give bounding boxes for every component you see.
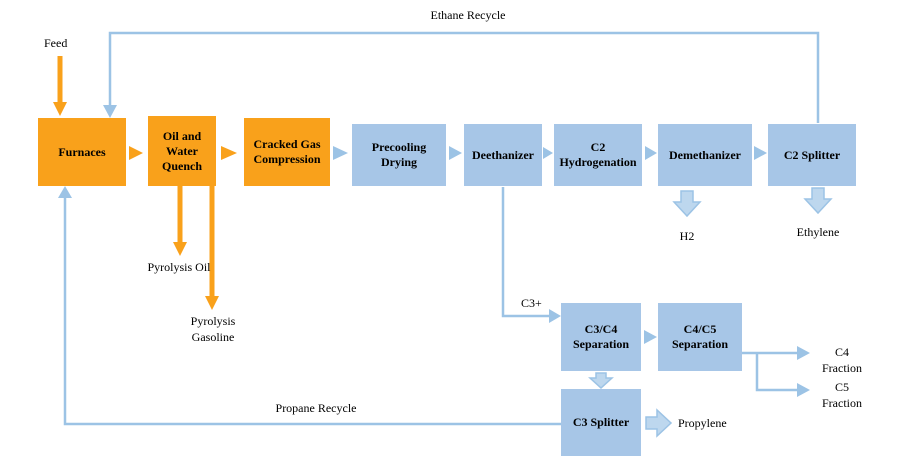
box-furnaces-label: Furnaces [58,144,106,159]
box-c3-splitter-label: C3 Splitter [572,415,630,429]
ethane-recycle-label: Ethane Recycle [430,8,506,22]
box-deethanizer-label: Deethanizer [472,147,534,162]
box-deethanizer: Deethanizer [464,124,542,186]
propane-recycle-line [63,197,561,426]
c2hydrogenation-demethanizer-arrow [645,146,657,160]
c3plus-line [501,187,551,318]
demethanizer-c2splitter-arrow [754,146,767,160]
c5-fraction-label: C5 Fraction [822,380,862,410]
box-c2-hydrogenation: C2 Hydrogenation [554,124,642,186]
pyrolysis-oil-label: Pyrolysis Oil [147,260,211,274]
ethylene-block-arrow [803,187,833,215]
h2-label: H2 [679,229,695,243]
precooling-deethanizer-arrow [449,146,462,160]
c5-fraction-line [755,353,799,392]
box-cracked-gas-compression: Cracked Gas Compression [244,118,330,186]
box-c3-splitter: C3 Splitter [561,389,641,456]
propane-recycle-arrowhead [58,186,72,198]
propylene-block-arrow [645,408,673,438]
box-c3c4-separation: C3/C4 Separation [561,303,641,371]
deethanizer-c2hydrogenation-arrow [543,147,553,159]
box-c2-splitter-label: C2 Splitter [783,147,841,162]
box-c2-hydrogenation-label: C2 Hydrogenation [559,140,637,169]
quench-compression-arrow [221,146,237,160]
box-cracked-gas-compression-label: Cracked Gas Compression [253,137,321,166]
compression-precooling-arrow [333,146,348,160]
propane-recycle-label: Propane Recycle [275,401,357,415]
pyrolysis-gasoline-label: Pyrolysis Gasoline [190,314,236,344]
c5-fraction-arrowhead [797,383,810,397]
box-oil-water-quench-label: Oil and Water Quench [161,128,202,173]
ethane-recycle-arrowhead [103,105,117,118]
pyrolysis-gasoline-arrowhead [205,296,219,310]
c3plus-arrowhead [549,309,561,323]
feed-label: Feed [44,36,68,50]
pyrolysis-oil-arrowhead [173,242,187,256]
c4-fraction-label: C4 Fraction [822,345,862,375]
box-demethanizer: Demethanizer [658,124,752,186]
box-c4c5-separation-label: C4/C5 Separation [671,322,728,351]
box-c2-splitter: C2 Splitter [768,124,856,186]
propylene-label: Propylene [678,416,727,430]
c3-plus-label: C3+ [521,296,542,310]
ethylene-label: Ethylene [796,225,840,239]
box-precooling-drying: Precooling Drying [352,124,446,186]
feed-arrowhead [53,102,67,116]
box-furnaces: Furnaces [38,118,126,186]
c3c4-c4c5-arrow [644,330,657,344]
box-precooling-drying-label: Precooling Drying [371,140,427,169]
c3c4-c3splitter-block-arrow [588,372,614,390]
box-demethanizer-label: Demethanizer [669,147,741,162]
box-oil-water-quench: Oil and Water Quench [148,116,216,186]
box-c3c4-separation-label: C3/C4 Separation [572,322,629,351]
c4-fraction-arrowhead [797,346,810,360]
h2-block-arrow [672,190,702,218]
ethane-recycle-line [108,31,820,123]
furnaces-quench-arrow [129,146,143,160]
box-c4c5-separation: C4/C5 Separation [658,303,742,371]
